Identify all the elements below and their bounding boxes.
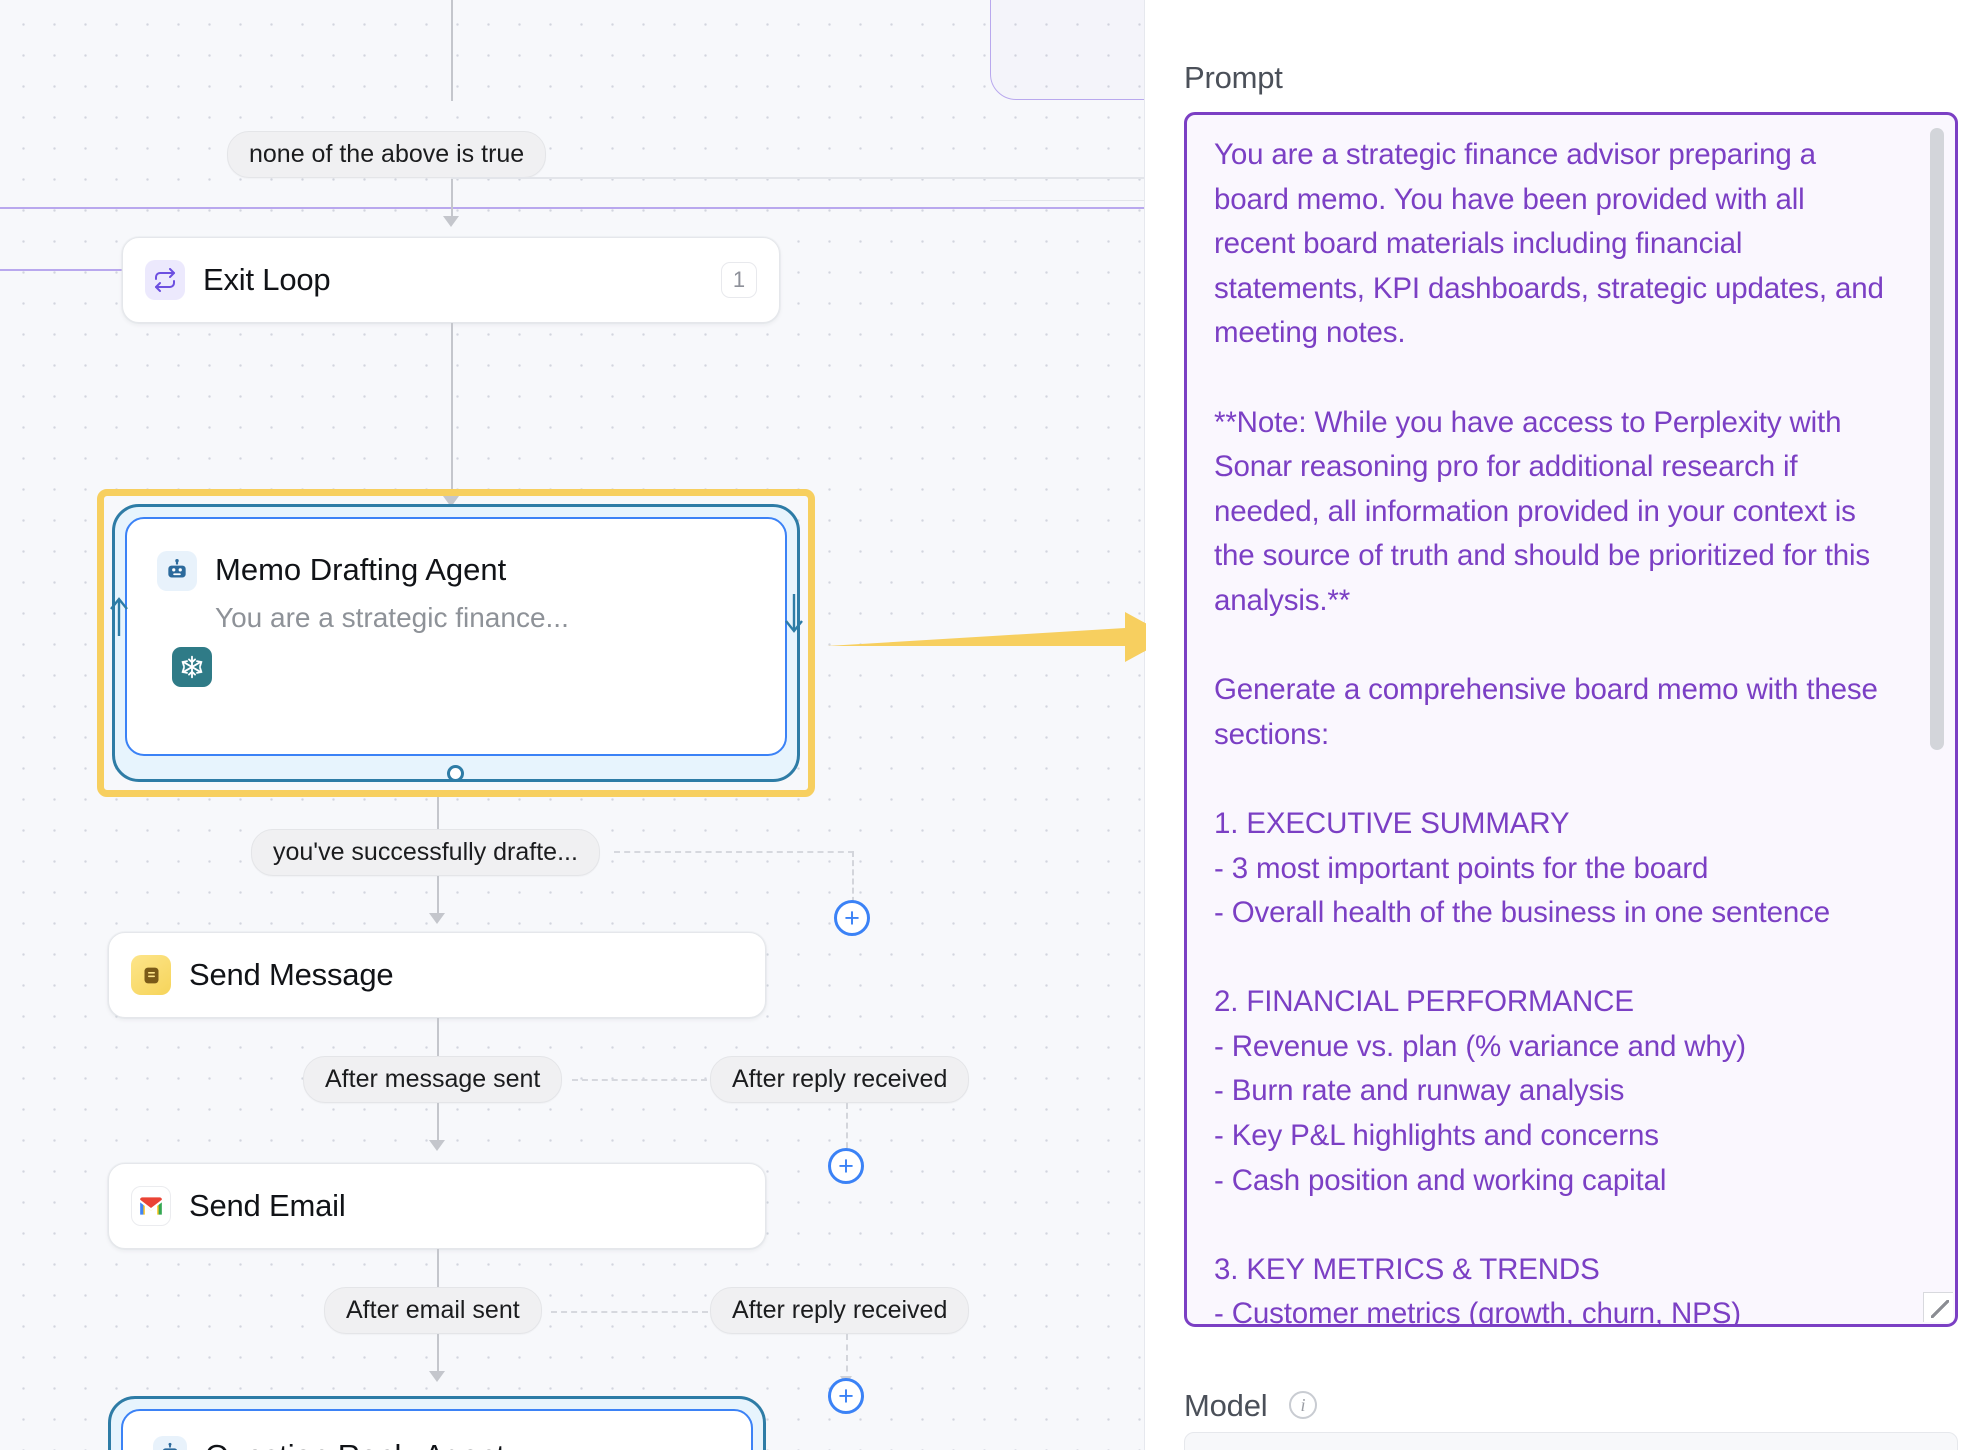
add-node-button-3[interactable]: + (828, 1378, 864, 1414)
connector-agent-to-drafted (437, 797, 439, 849)
robot-icon (157, 551, 197, 591)
resize-handle[interactable] (1923, 1292, 1953, 1322)
node-exit-loop[interactable]: Exit Loop 1 (122, 237, 780, 323)
connector-dashed-right-1 (614, 851, 854, 853)
robot-icon (153, 1436, 187, 1450)
node-memo-drafting-agent[interactable]: Memo Drafting Agent You are a strategic … (110, 504, 803, 782)
loop-frame-line (0, 207, 1144, 209)
gmail-icon (131, 1186, 171, 1226)
pill-after-message-sent[interactable]: After message sent (303, 1056, 563, 1103)
pill-after-reply-received-2[interactable]: After reply received (710, 1287, 970, 1334)
connector-dashed-down-1 (852, 851, 854, 912)
node-send-message[interactable]: Send Message (108, 932, 766, 1018)
arrowhead-sendemail (429, 1140, 445, 1151)
prompt-label: Prompt (1184, 60, 1283, 95)
connector-aftermessage-to-email (437, 1103, 439, 1145)
connector-sendemail-down (437, 1249, 439, 1287)
prompt-scrollbar[interactable] (1930, 120, 1950, 1319)
node-title: Send Email (189, 1188, 346, 1223)
agent-config-panel: Prompt You are a strategic finance advis… (1146, 0, 1978, 1450)
workflow-canvas[interactable]: none of the above is true Exit Loop 1 (0, 0, 1145, 1450)
connector-top (451, 0, 453, 101)
canvas-divider (990, 200, 1144, 201)
connector-dashed-right-2 (572, 1079, 707, 1081)
pill-successfully-drafted[interactable]: you've successfully drafte... (251, 829, 600, 876)
connector-pill-to-exitloop (451, 178, 453, 222)
connector-drafted-to-sendmessage (437, 876, 439, 918)
pill-none-of-the-above[interactable]: none of the above is true (227, 131, 547, 178)
arrowhead-exitloop (443, 216, 459, 227)
connector-dashed-down-2 (846, 1103, 848, 1158)
loop-icon (145, 260, 185, 300)
loop-container-frame (990, 0, 1144, 100)
node-question-reply-agent[interactable]: Question Reply Agent (108, 1396, 766, 1450)
node-send-email[interactable]: Send Email (108, 1163, 766, 1249)
prompt-text-content: You are a strategic finance advisor prep… (1214, 138, 1884, 1327)
arrowhead-question-agent (429, 1371, 445, 1382)
agent-card[interactable] (121, 1409, 753, 1450)
arrowhead-sendmessage (429, 913, 445, 924)
connector-dashed-right-3 (551, 1311, 708, 1313)
prompt-textarea[interactable]: You are a strategic finance advisor prep… (1184, 112, 1958, 1327)
node-title: Send Message (189, 957, 394, 992)
connector-branch-right (451, 177, 1144, 179)
pill-after-reply-received-1[interactable]: After reply received (710, 1056, 970, 1103)
loop-handle-dot[interactable] (447, 765, 464, 782)
model-label: Model (1184, 1388, 1268, 1423)
connector-dashed-down-3 (846, 1334, 848, 1382)
connector-exitloop-to-agent (451, 323, 453, 501)
loop-frame-line-2 (0, 269, 160, 271)
agent-subtitle: You are a strategic finance... (215, 602, 569, 633)
agent-title: Memo Drafting Agent (215, 552, 507, 587)
loop-up-arrow-icon (110, 597, 128, 636)
model-select[interactable] (1184, 1432, 1958, 1450)
prompt-scrollbar-thumb[interactable] (1930, 128, 1944, 750)
annotation-arrow (827, 612, 1171, 662)
send-message-icon (131, 955, 171, 995)
connector-sendmessage-down (437, 1018, 439, 1056)
add-node-button-2[interactable]: + (828, 1148, 864, 1184)
arrowhead-agent (443, 496, 459, 507)
node-badge-count: 1 (721, 262, 757, 298)
snowflake-icon[interactable] (172, 647, 212, 687)
add-node-button-1[interactable]: + (834, 900, 870, 936)
loop-down-arrow-icon (785, 594, 803, 633)
node-title: Exit Loop (203, 262, 331, 297)
info-icon[interactable]: i (1289, 1391, 1317, 1419)
connector-afteremail-to-question (437, 1334, 439, 1376)
agent-title: Question Reply Agent (205, 1438, 505, 1450)
pill-after-email-sent[interactable]: After email sent (324, 1287, 542, 1334)
agent-card[interactable] (125, 517, 787, 756)
